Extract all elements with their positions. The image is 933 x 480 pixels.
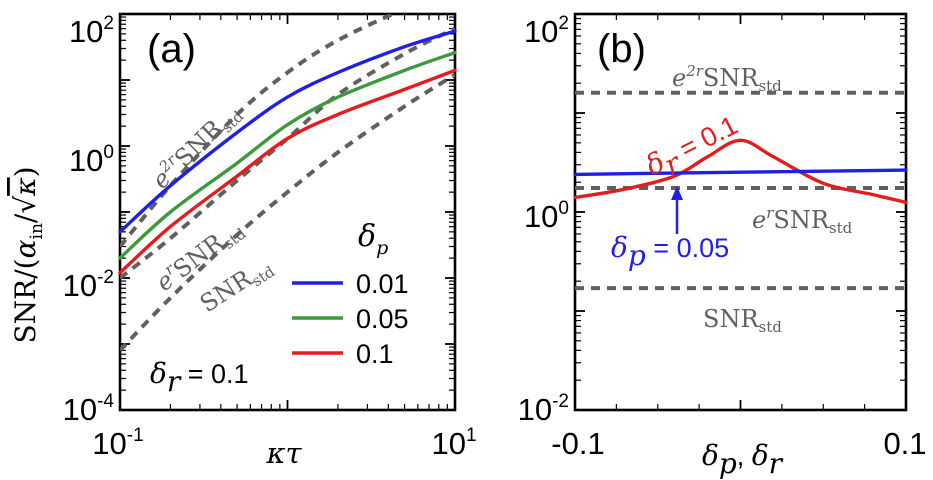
y-axis-label: SNR/(αin/√κ) — [9, 166, 47, 343]
a-ytick-label-0: 100 — [69, 142, 114, 178]
b-ytick-label-0: 100 — [524, 198, 569, 234]
panel-a-series — [118, 29, 457, 275]
a-ytick-label-2: 102 — [69, 13, 114, 49]
a-series-line-0.1 — [118, 68, 457, 275]
b-xtick-label-right: 0.1 — [883, 426, 926, 461]
panel-b-ticks — [574, 13, 907, 411]
a-ref-curve-1 — [120, 26, 455, 280]
b-ref-label-e2r: e2rSNRstd — [672, 62, 782, 95]
a-ref-curve-2 — [120, 73, 455, 352]
b-series-line-0 — [573, 138, 908, 205]
legend-label-0.1: 0.1 — [356, 339, 394, 369]
b-series-line-1 — [573, 168, 908, 177]
b-red-annotation: δr = 0.1 — [640, 108, 746, 189]
a-x-axis-label: κτ — [265, 436, 302, 470]
b-ytick-label-2: 102 — [524, 13, 569, 49]
panel-b-tag: (b) — [597, 27, 646, 71]
b-xtick-label-left: -0.1 — [551, 426, 604, 461]
a-xtick-label-right: 101 — [431, 425, 476, 461]
legend-label-0.05: 0.05 — [356, 304, 409, 334]
b-ytick-label-m2: 10-2 — [518, 391, 569, 427]
panel-a: 102 100 10-2 10-4 10-1 101 κτ (a) e2rSNR… — [63, 12, 477, 470]
legend-label-0.01: 0.01 — [356, 269, 409, 299]
a-series-line-0.05 — [118, 50, 457, 260]
a-xtick-label-left: 10-1 — [92, 425, 143, 461]
b-blue-arrow-head — [671, 186, 683, 200]
a-ytick-label-m2: 10-2 — [63, 267, 114, 303]
panel-a-tag: (a) — [147, 27, 196, 71]
a-ytick-label-m4: 10-4 — [63, 391, 115, 427]
panel-a-ticks — [119, 13, 456, 411]
b-ref-label-er: erSNRstd — [752, 204, 853, 237]
panel-b-series — [573, 138, 908, 205]
b-ref-label-std: SNRstd — [703, 305, 782, 336]
legend: δp 0.01 0.05 0.1 — [292, 219, 409, 369]
panel-a-reference-curves — [120, 14, 455, 352]
b-blue-annotation: δp = 0.05 — [611, 231, 729, 272]
legend-title: δp — [358, 219, 388, 259]
a-series-line-0.01 — [118, 29, 457, 234]
a-delta-r-note: δr = 0.1 — [150, 357, 249, 398]
b-x-axis-label: δp, δr — [702, 439, 784, 480]
panel-b: 102 100 10-2 -0.1 0.1 δp, δr (b) e2rSNRs… — [518, 12, 927, 480]
